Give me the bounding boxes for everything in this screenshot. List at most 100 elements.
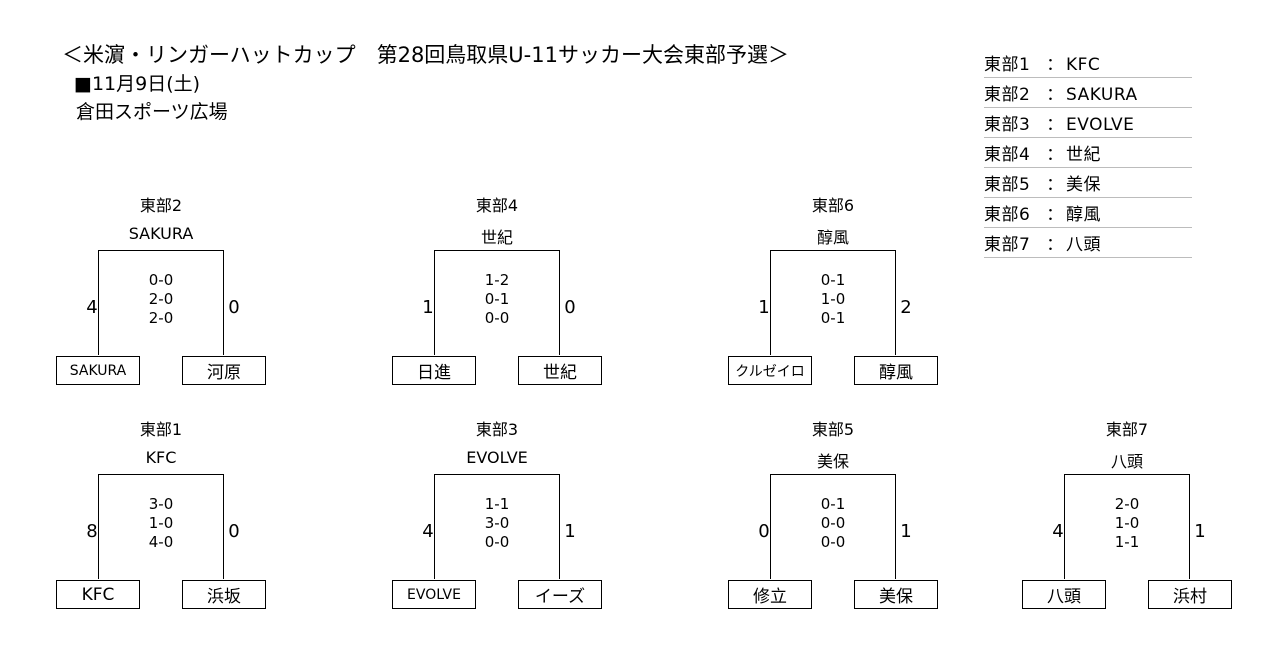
- score-right: 0: [564, 297, 576, 318]
- period-score: 1-0: [148, 514, 174, 532]
- summary-label: 東部5: [984, 175, 1031, 195]
- summary-row: 東部5 ：美保: [984, 168, 1192, 198]
- score-right: 1: [564, 521, 576, 542]
- score-right: 1: [1194, 521, 1206, 542]
- bracket-winner: SAKURA: [128, 224, 194, 243]
- bracket-winner: KFC: [145, 448, 177, 467]
- bracket-lines: [434, 250, 560, 355]
- score-left: 4: [422, 521, 434, 542]
- team-box-left: 修立: [728, 580, 812, 609]
- summary-label: 東部2: [984, 85, 1031, 105]
- period-score: 1-1: [1114, 533, 1140, 551]
- team-box-right: 醇風: [854, 356, 938, 385]
- period-score: 0-0: [484, 309, 510, 327]
- bracket-winner: 美保: [816, 452, 849, 471]
- period-score: 1-1: [484, 495, 510, 513]
- summary-team: SAKURA: [1066, 85, 1138, 105]
- team-box-right: 世紀: [518, 356, 602, 385]
- period-scores: 2-0 1-0 1-1: [1094, 495, 1160, 552]
- team-box-right: 浜坂: [182, 580, 266, 609]
- period-score: 0-1: [820, 495, 846, 513]
- score-left: 1: [422, 297, 434, 318]
- bracket-lines: [770, 250, 896, 355]
- team-box-right: 河原: [182, 356, 266, 385]
- summary-team: 美保: [1066, 175, 1101, 195]
- bracket-lines: [1064, 474, 1190, 579]
- team-box-left: 日進: [392, 356, 476, 385]
- period-score: 1-0: [820, 290, 846, 308]
- summary-team: 醇風: [1066, 205, 1101, 225]
- page-header: ＜米濵・リンガーハットカップ 第28回鳥取県U-11サッカー大会東部予選＞ ■1…: [62, 40, 789, 126]
- summary-colon: ：: [1046, 235, 1064, 255]
- period-score: 2-0: [148, 290, 174, 308]
- bracket-winner: 世紀: [480, 228, 513, 247]
- summary-colon: ：: [1046, 115, 1064, 135]
- summary-row: 東部1：KFC: [984, 48, 1192, 78]
- summary-colon: ：: [1046, 175, 1064, 195]
- summary-colon: ：: [1046, 145, 1064, 165]
- period-score: 0-0: [820, 533, 846, 551]
- period-scores: 0-0 2-0 2-0: [128, 271, 194, 328]
- summary-colon: ：: [1046, 85, 1064, 105]
- tournament-title: ＜米濵・リンガーハットカップ 第28回鳥取県U-11サッカー大会東部予選＞: [62, 43, 789, 67]
- qualifier-summary-list: 東部1：KFC 東部2：SAKURA 東部3：EVOLVE 東部4：世紀 東部5…: [984, 48, 1192, 258]
- match-bracket: 東部3 EVOLVE 4 1 1-1 3-0 0-0 EVOLVE イーズ: [392, 416, 622, 609]
- summary-row: 東部2 ：SAKURA: [984, 78, 1192, 108]
- period-score: 1-0: [1114, 514, 1140, 532]
- score-right: 0: [228, 297, 240, 318]
- match-bracket: 東部7 八頭 4 1 2-0 1-0 1-1 八頭 浜村: [1022, 416, 1252, 609]
- summary-row: 東部3 ：EVOLVE: [984, 108, 1192, 138]
- team-box-left: クルゼイロ: [728, 356, 812, 385]
- summary-label: 東部6: [984, 205, 1031, 225]
- bracket-label: 東部3: [475, 420, 519, 439]
- team-box-right: イーズ: [518, 580, 602, 609]
- score-left: 1: [758, 297, 770, 318]
- period-score: 0-1: [820, 309, 846, 327]
- period-score: 1-2: [484, 271, 510, 289]
- period-score: 0-0: [484, 533, 510, 551]
- bracket-lines: [98, 474, 224, 579]
- score-left: 0: [758, 521, 770, 542]
- match-bracket: 東部5 美保 0 1 0-1 0-0 0-0 修立 美保: [728, 416, 958, 609]
- venue-name: 倉田スポーツ広場: [76, 101, 228, 123]
- period-score: 3-0: [484, 514, 510, 532]
- bracket-label: 東部4: [475, 196, 519, 215]
- bracket-lines: [770, 474, 896, 579]
- bracket-winner: 醇風: [816, 228, 849, 247]
- summary-colon: ：: [1046, 55, 1064, 75]
- team-box-right: 浜村: [1148, 580, 1232, 609]
- bracket-lines: [434, 474, 560, 579]
- team-box-left: KFC: [56, 580, 140, 609]
- summary-row: 東部7 ：八頭: [984, 228, 1192, 258]
- period-scores: 0-1 1-0 0-1: [800, 271, 866, 328]
- summary-colon: ：: [1046, 205, 1064, 225]
- period-scores: 3-0 1-0 4-0: [128, 495, 194, 552]
- bracket-winner: 八頭: [1110, 452, 1143, 471]
- team-box-right: 美保: [854, 580, 938, 609]
- summary-row: 東部6 ：醇風: [984, 198, 1192, 228]
- summary-team: 八頭: [1066, 235, 1101, 255]
- period-score: 2-0: [148, 309, 174, 327]
- summary-label: 東部4: [984, 145, 1031, 165]
- summary-label: 東部7: [984, 235, 1031, 255]
- bracket-label: 東部5: [811, 420, 855, 439]
- team-box-left: SAKURA: [56, 356, 140, 385]
- summary-team: EVOLVE: [1066, 115, 1135, 135]
- period-score: 0-1: [820, 271, 846, 289]
- bracket-label: 東部1: [139, 420, 183, 439]
- summary-label: 東部1: [984, 55, 1031, 75]
- match-bracket: 東部2 SAKURA 4 0 0-0 2-0 2-0 SAKURA 河原: [56, 192, 286, 385]
- match-bracket: 東部1 KFC 8 0 3-0 1-0 4-0 KFC 浜坂: [56, 416, 286, 609]
- period-score: 2-0: [1114, 495, 1140, 513]
- team-box-left: 八頭: [1022, 580, 1106, 609]
- period-score: 0-1: [484, 290, 510, 308]
- summary-row: 東部4：世紀: [984, 138, 1192, 168]
- bracket-lines: [98, 250, 224, 355]
- bracket-label: 東部2: [139, 196, 183, 215]
- period-scores: 1-1 3-0 0-0: [464, 495, 530, 552]
- match-bracket: 東部4 世紀 1 0 1-2 0-1 0-0 日進 世紀: [392, 192, 622, 385]
- period-scores: 1-2 0-1 0-0: [464, 271, 530, 328]
- match-bracket: 東部6 醇風 1 2 0-1 1-0 0-1 クルゼイロ 醇風: [728, 192, 958, 385]
- period-score: 0-0: [820, 514, 846, 532]
- summary-label: 東部3: [984, 115, 1031, 135]
